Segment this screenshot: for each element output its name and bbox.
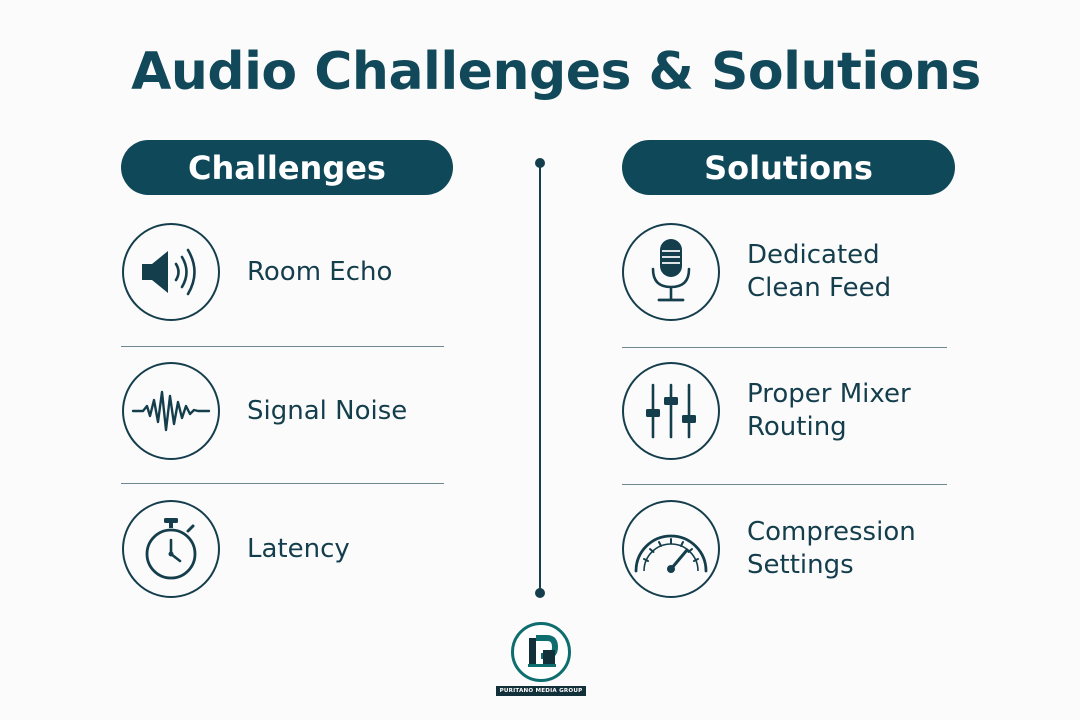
speaker-icon — [122, 223, 220, 321]
divider-bottom-dot — [535, 588, 545, 598]
logo-text: PURITANO MEDIA GROUP — [495, 686, 587, 696]
challenge-item-signal-noise: Signal Noise — [122, 362, 407, 460]
row-divider — [622, 484, 947, 485]
row-divider — [622, 347, 947, 348]
challenge-label: Latency — [247, 533, 350, 564]
microphone-icon — [622, 223, 720, 321]
company-logo: PURITANO MEDIA GROUP — [495, 622, 587, 700]
challenge-item-latency: Latency — [122, 500, 350, 598]
solution-label: Dedicated Clean Feed — [747, 240, 892, 303]
stopwatch-icon — [122, 500, 220, 598]
divider-top-dot — [535, 158, 545, 168]
solution-label: Compression Settings — [747, 517, 916, 580]
challenge-label: Signal Noise — [247, 395, 408, 426]
solution-label: Proper Mixer Routing — [747, 379, 911, 442]
gauge-icon — [622, 500, 720, 598]
solutions-heading: Solutions — [622, 140, 955, 195]
challenge-label: Room Echo — [247, 256, 393, 287]
mixer-sliders-icon — [622, 362, 720, 460]
solution-item-compression-settings: Compression Settings — [622, 500, 916, 598]
logo-mark-icon — [511, 622, 571, 682]
challenge-item-room-echo: Room Echo — [122, 223, 392, 321]
challenges-heading: Challenges — [121, 140, 453, 195]
row-divider — [121, 483, 444, 484]
center-divider — [539, 163, 541, 593]
solution-item-proper-mixer-routing: Proper Mixer Routing — [622, 362, 911, 460]
row-divider — [121, 346, 444, 347]
waveform-icon — [122, 362, 220, 460]
solution-item-dedicated-clean-feed: Dedicated Clean Feed — [622, 223, 891, 321]
page-title: Audio Challenges & Solutions — [131, 42, 981, 102]
